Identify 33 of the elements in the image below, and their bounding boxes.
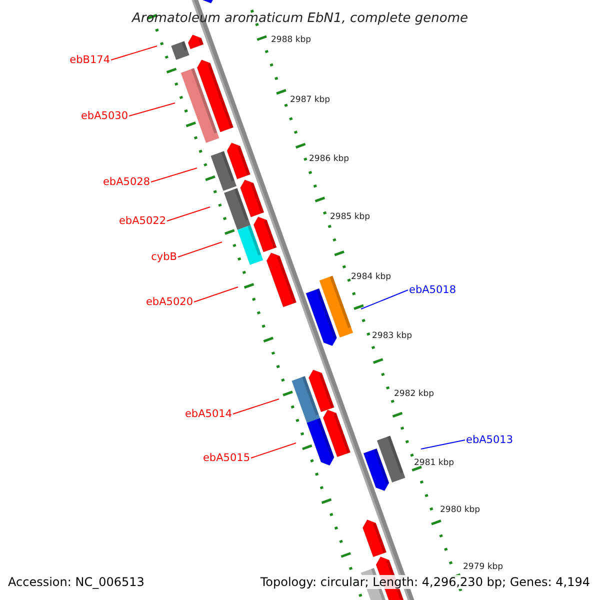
leader-line <box>166 206 210 222</box>
coordinate-label: 2983 kbp <box>372 331 412 341</box>
leader-line <box>232 398 280 414</box>
leader-line <box>110 46 158 60</box>
gene-label: ebA5015 <box>202 452 250 464</box>
coordinate-label: 2981 kbp <box>414 458 454 468</box>
gene-label: ebA5028 <box>102 176 150 188</box>
leader-line <box>360 290 408 310</box>
gene-label: ebA5018 <box>409 284 456 296</box>
accession-text: Accession: NC_006513 <box>8 575 144 589</box>
leader-line <box>250 442 296 458</box>
genome-info-text: Topology: circular; Length: 4,296,230 bp; Genes: 4,194 <box>260 575 590 589</box>
leader-line <box>178 242 222 258</box>
gene-label: ebB174 <box>70 54 110 66</box>
coordinate-label: 2985 kbp <box>330 212 370 222</box>
gene-label: ebA5022 <box>118 215 166 227</box>
gene-label: ebA5014 <box>184 408 232 420</box>
coordinate-label: 2980 kbp <box>440 505 480 515</box>
leader-line <box>194 286 238 302</box>
gene-label: ebA5020 <box>146 296 193 308</box>
gene-label: cybB <box>151 251 177 263</box>
title: Aromatoleum aromaticum EbN1, complete genome <box>130 11 469 26</box>
leader-line <box>128 102 176 116</box>
coordinate-label: 2982 kbp <box>394 389 434 399</box>
gene-label: ebA5013 <box>466 434 514 446</box>
coordinate-label: 2984 kbp <box>351 272 392 282</box>
leader-line <box>420 440 466 450</box>
coordinate-label: 2979 kbp <box>463 562 504 572</box>
coordinate-label: 2987 kbp <box>290 95 330 105</box>
coordinate-label: 2986 kbp <box>309 154 350 164</box>
gene-label: ebA5030 <box>80 110 128 122</box>
coordinate-label: 2988 kbp <box>271 35 312 45</box>
leader-line <box>150 168 198 182</box>
